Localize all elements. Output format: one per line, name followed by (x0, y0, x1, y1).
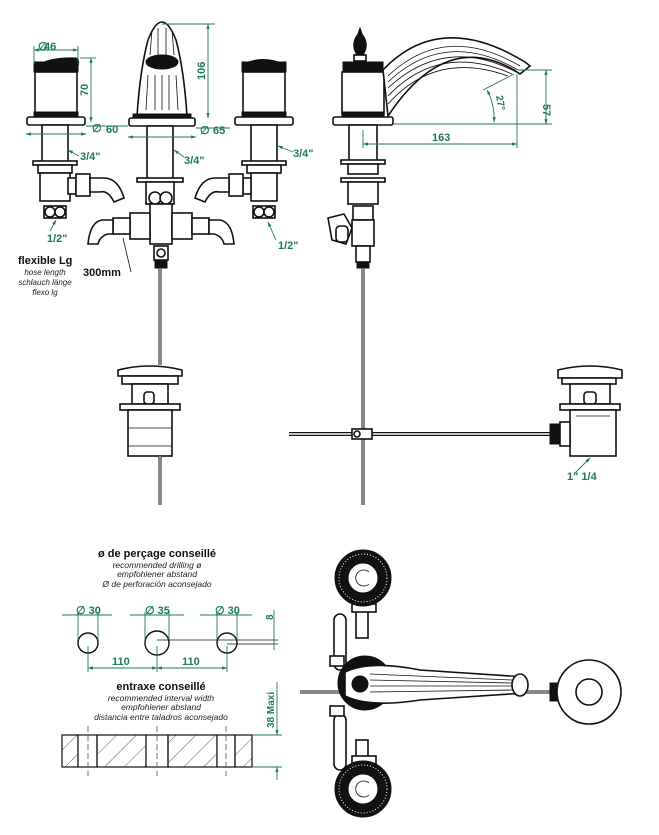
hose-title: flexible Lg (18, 255, 72, 267)
interval-title: entraxe conseillé (116, 681, 205, 693)
interval-line-1: recommended interval width (108, 693, 215, 703)
front-view: 46 ∅ 70 ∅ 60 106 ∅ 65 3/4" 3/4" 3/4" 1/2… (18, 21, 314, 505)
side-view: 57 163 27° 1" 1/4 (289, 26, 623, 505)
waste-thread-label: 1" 1/4 (567, 471, 598, 483)
dim-handle-base-diameter: 60 (106, 124, 118, 136)
top-handle-lower (334, 760, 392, 818)
left-handle (26, 57, 125, 219)
hose-line-2: schlauch länge (18, 278, 72, 287)
dim-spout-base-diameter: 65 (213, 125, 225, 137)
spacing-left: 110 (112, 656, 130, 668)
hose-length: 300mm (83, 267, 121, 279)
top-handle-upper (334, 549, 392, 607)
dim-outlet-height: 57 (540, 104, 552, 116)
thread-label-left: 3/4" (80, 151, 101, 163)
dim-handle-diameter: 46 (44, 41, 56, 53)
dim-offset: 8 (265, 614, 276, 620)
diameter-symbol: ∅ (200, 125, 210, 137)
dim-max-thickness: 38 Maxi (266, 692, 277, 728)
outlet-label-left: 1/2" (47, 233, 68, 245)
dim-spout-angle: 27° (493, 95, 506, 112)
side-waste (549, 365, 623, 457)
drilling-line-1: recommended drilling ø (113, 560, 202, 570)
hole-label-right: ∅ 30 (215, 605, 240, 617)
dim-spout-height: 106 (196, 62, 208, 80)
interval-line-3: distancia entre taladros aconsejado (94, 712, 228, 722)
interval-section: entraxe conseillé recommended interval w… (61, 681, 282, 780)
countertop-section (61, 726, 253, 776)
interval-line-2: empfohlener abstand (121, 702, 201, 712)
dim-handle-height: 70 (79, 84, 91, 96)
front-waste (117, 365, 183, 457)
drilling-section: ø de perçage conseillé recommended drill… (62, 548, 278, 672)
top-view (300, 549, 622, 818)
diameter-symbol: ∅ (38, 41, 48, 53)
center-spout (87, 21, 235, 269)
drilling-line-2: empfohlener abstand (117, 569, 197, 579)
thread-label-center: 3/4" (184, 155, 205, 167)
hole-label-center: ∅ 35 (145, 605, 170, 617)
hose-line-3: flexo lg (32, 288, 58, 297)
outlet-label-right: 1/2" (278, 240, 299, 252)
spacing-right: 110 (182, 656, 200, 668)
hose-line-1: hose length (24, 268, 66, 277)
drilling-line-3: Ø de perforación aconsejado (101, 579, 211, 589)
thread-label-right: 3/4" (293, 148, 314, 160)
right-handle (194, 59, 294, 219)
hole-label-left: ∅ 30 (76, 605, 101, 617)
drilling-title: ø de perçage conseillé (98, 548, 216, 560)
diameter-symbol: ∅ (92, 123, 102, 135)
dim-spout-reach: 163 (432, 132, 450, 144)
